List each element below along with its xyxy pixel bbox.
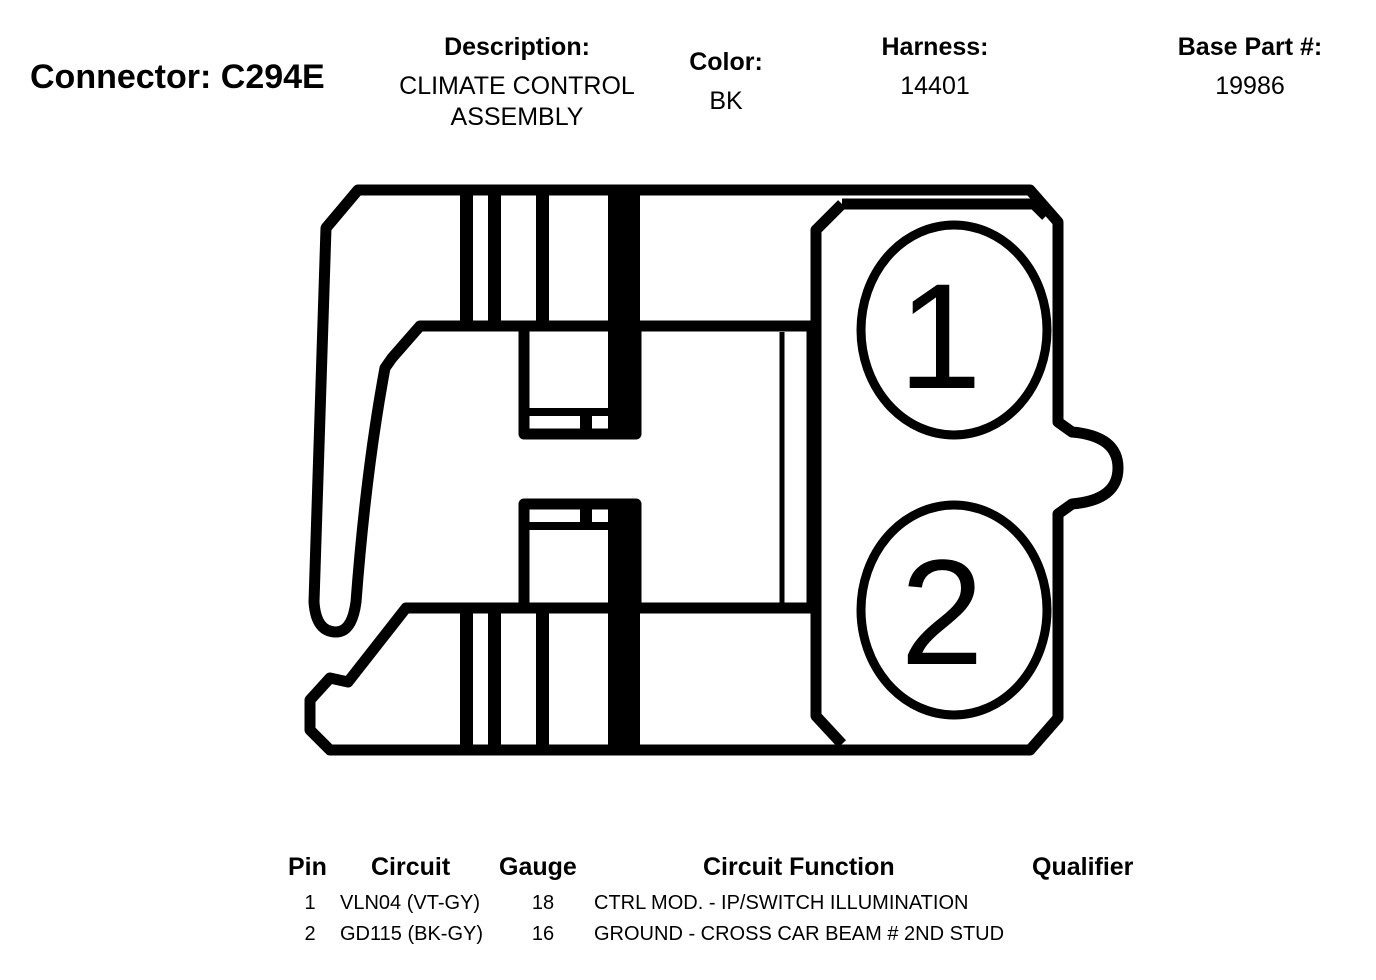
rib (460, 194, 473, 330)
rib (536, 194, 549, 330)
harness-label: Harness: (881, 33, 989, 61)
rib (536, 612, 549, 748)
row-function: CTRL MOD. - IP/SWITCH ILLUMINATION (594, 892, 969, 914)
table-header-gauge: Gauge (499, 853, 577, 881)
table-header-function: Circuit Function (703, 853, 895, 881)
description-value: CLIMATE CONTROL ASSEMBLY (367, 71, 667, 133)
rib (608, 612, 640, 748)
table-header-qualifier: Qualifier (1032, 853, 1134, 881)
rib (488, 612, 501, 748)
base-part-label: Base Part #: (1177, 33, 1323, 61)
harness-value: 14401 (900, 72, 970, 100)
rib (488, 194, 501, 330)
row-gauge: 18 (531, 892, 555, 914)
pin-2-label: 2 (900, 528, 983, 696)
row-circuit: GD115 (BK-GY) (340, 923, 483, 945)
table-header-circuit: Circuit (371, 853, 451, 881)
row-pin: 2 (304, 923, 316, 945)
row-function: GROUND - CROSS CAR BEAM # 2ND STUD (594, 923, 1005, 945)
pin-1-circle (856, 220, 1052, 440)
pin-cavity-outline (810, 198, 1050, 748)
pin-2-circle (856, 500, 1052, 720)
row-gauge: 16 (531, 923, 555, 945)
housing-chamfer (321, 186, 363, 232)
pin-1-label: 1 (898, 252, 981, 420)
terminal-latch-upper (518, 330, 642, 440)
housing-outline (304, 184, 1124, 756)
color-value: BK (709, 87, 743, 115)
rib (608, 194, 640, 330)
connector-title: Connector: C294E (30, 58, 325, 96)
description-line-2: ASSEMBLY (450, 103, 584, 131)
housing-ribs (460, 194, 640, 748)
table-header-pin: Pin (288, 853, 327, 881)
description-line-1: CLIMATE CONTROL (399, 72, 635, 100)
description-label: Description: (444, 33, 590, 61)
row-circuit: VLN04 (VT-GY) (340, 892, 481, 914)
terminal-latch-lower (518, 498, 642, 608)
rib (460, 612, 473, 748)
base-part-value: 19986 (1215, 72, 1285, 100)
color-label: Color: (689, 48, 763, 76)
row-pin: 1 (304, 892, 316, 914)
